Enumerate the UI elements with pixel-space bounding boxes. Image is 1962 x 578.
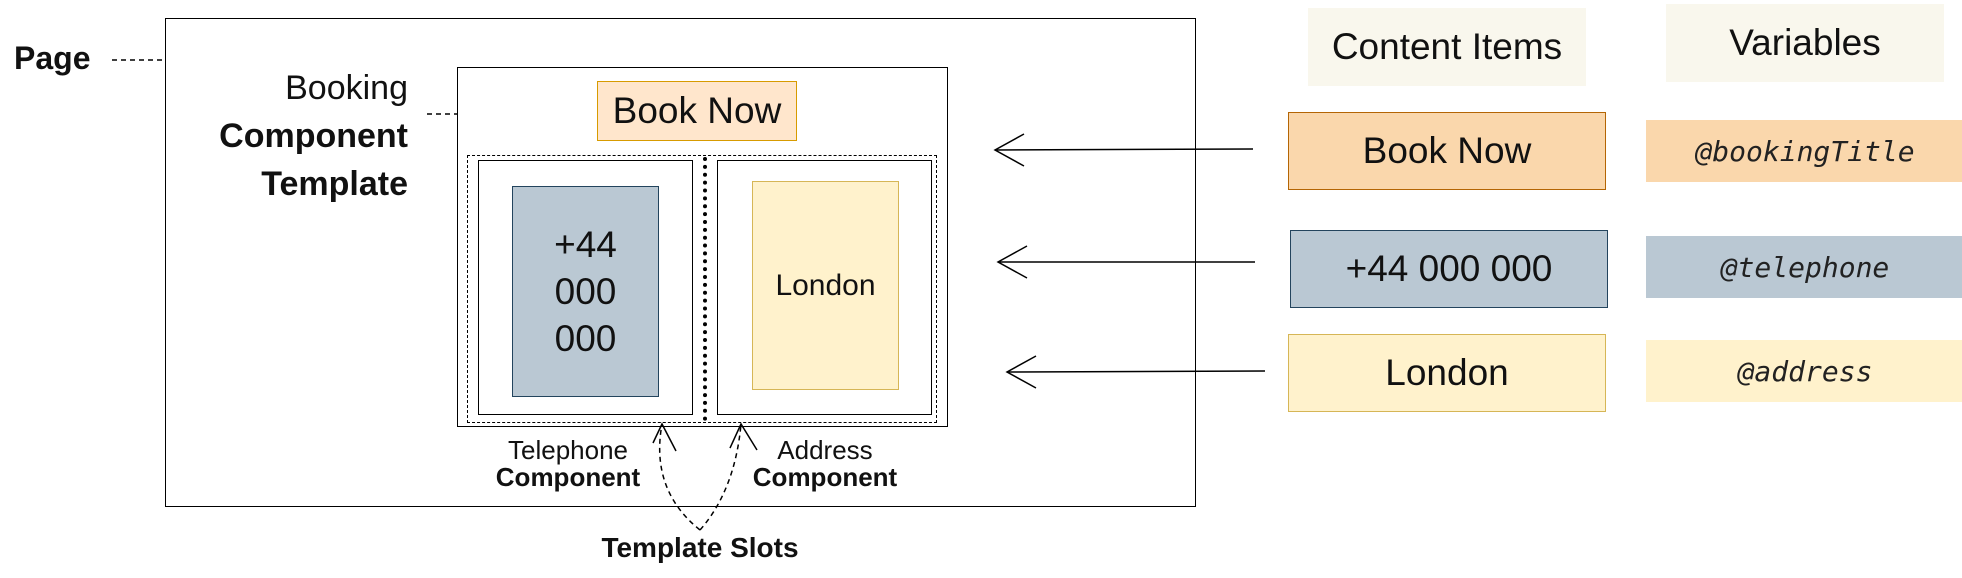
arrow-telephone-head bbox=[996, 245, 1028, 279]
content-item-telephone-text: +44 000 000 bbox=[1345, 248, 1553, 289]
booking-label-line1: Booking bbox=[285, 69, 408, 107]
booking-title-slot: Book Now bbox=[597, 81, 797, 141]
address-value-text: London bbox=[775, 268, 876, 302]
slot-arrowhead-right bbox=[729, 422, 758, 451]
address-component-label: Address Component bbox=[715, 437, 935, 491]
content-item-telephone: +44 000 000 bbox=[1290, 230, 1608, 308]
slot-leader-left bbox=[658, 423, 701, 531]
content-items-header-text: Content Items bbox=[1331, 26, 1563, 67]
template-slots-container bbox=[467, 155, 937, 423]
content-item-book-now-text: Book Now bbox=[1362, 130, 1532, 171]
variable-address-text: @address bbox=[1737, 354, 1873, 388]
slot-divider bbox=[703, 157, 707, 421]
slot-arrowhead-left bbox=[652, 422, 677, 452]
arrow-book-now-head bbox=[993, 133, 1025, 167]
content-items-header: Content Items bbox=[1308, 8, 1586, 86]
arrow-address-head bbox=[1005, 355, 1037, 389]
page-label: Page bbox=[14, 40, 91, 76]
variable-booking-title: @bookingTitle bbox=[1646, 120, 1962, 182]
variable-telephone: @telephone bbox=[1646, 236, 1962, 298]
telephone-slot-box bbox=[478, 160, 693, 415]
telephone-label-line1: Telephone bbox=[508, 435, 628, 465]
variable-address: @address bbox=[1646, 340, 1962, 402]
telephone-value-line2: 000 bbox=[554, 271, 617, 312]
content-item-address: London bbox=[1288, 334, 1606, 412]
telephone-component-label: Telephone Component bbox=[458, 437, 678, 491]
booking-template-label: Booking Component Template bbox=[160, 64, 408, 208]
booking-template-box bbox=[457, 67, 948, 427]
slot-leader-right bbox=[699, 423, 742, 531]
arrow-address-line bbox=[1006, 370, 1266, 373]
telephone-value-box: +44 000 000 bbox=[512, 186, 659, 397]
booking-label-line2: Component bbox=[219, 117, 408, 155]
variable-booking-title-text: @bookingTitle bbox=[1695, 134, 1915, 168]
variables-header: Variables bbox=[1666, 4, 1944, 82]
address-value-box: London bbox=[752, 181, 899, 390]
booking-label-line3: Template bbox=[261, 165, 408, 203]
content-item-book-now: Book Now bbox=[1288, 112, 1606, 190]
address-slot-box bbox=[717, 160, 932, 415]
address-label-line1: Address bbox=[777, 435, 873, 465]
address-label-line2: Component bbox=[752, 462, 898, 492]
booking-title-text: Book Now bbox=[612, 90, 782, 131]
telephone-label-line2: Component bbox=[495, 462, 641, 492]
arrow-book-now-line bbox=[994, 148, 1254, 151]
page-box bbox=[165, 18, 1196, 507]
telephone-value-line3: 000 bbox=[554, 318, 617, 359]
content-item-address-text: London bbox=[1385, 352, 1509, 393]
telephone-value-line1: +44 bbox=[554, 224, 617, 265]
variables-header-text: Variables bbox=[1729, 22, 1881, 63]
template-slots-label: Template Slots bbox=[601, 532, 799, 563]
variable-telephone-text: @telephone bbox=[1720, 250, 1890, 284]
